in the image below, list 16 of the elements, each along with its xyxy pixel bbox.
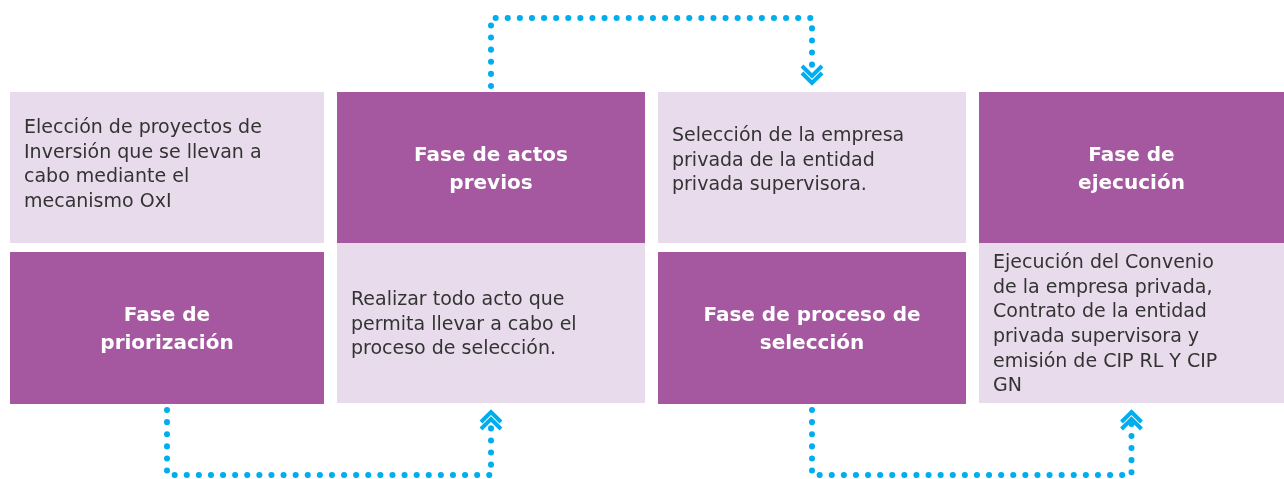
phase-description: Selección de la empresa privada de la entidad privada supervisora. (672, 122, 906, 197)
phase-title: Fase de actos previos (413, 140, 569, 196)
phase-description: Realizar todo acto que permita llevar a cabo el proceso de selección. (351, 285, 578, 361)
description-box (337, 243, 645, 403)
phase-title: Fase de ejecución (1077, 140, 1186, 196)
phase-title: Fase de priorización (99, 301, 235, 356)
phase-box (10, 252, 324, 404)
description-box (658, 92, 966, 243)
phase-description: Elección de proyectos de Inversión que se llevan a cabo mediante el mecanismo OxI (24, 114, 263, 213)
phase-description: Ejecución del Convenio de la empresa privada, Contrato de la entidad privada supervisora y emisión de CIP RL Y CIP GN (993, 248, 1219, 398)
description-box (979, 243, 1284, 403)
phase-box (979, 92, 1284, 243)
description-box (10, 92, 324, 243)
phase-box (658, 252, 966, 404)
phase-box (337, 92, 645, 243)
phase-title: Fase de proceso de selección (702, 301, 922, 356)
